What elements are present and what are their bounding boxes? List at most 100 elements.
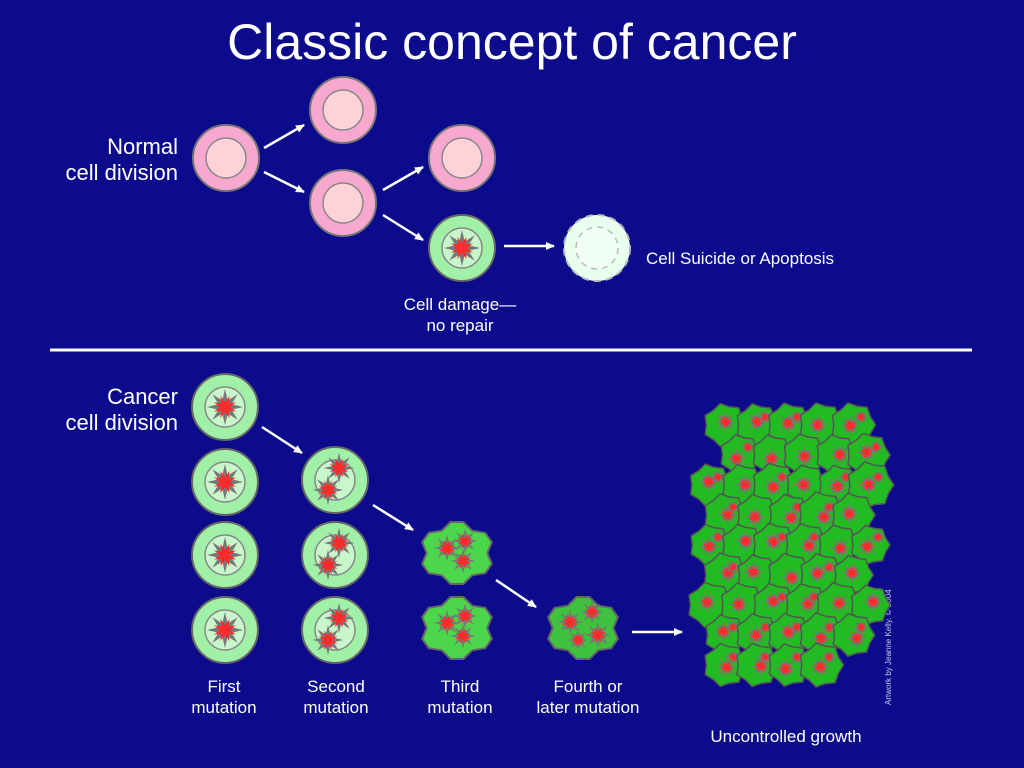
tumor-mass [688,402,895,688]
normal-cells [192,76,496,237]
mutant-nucleus [792,502,802,512]
mutant-nucleus [329,533,349,553]
mutant-nucleus [732,597,746,611]
mutant-nucleus [824,652,834,662]
arrow [263,123,305,150]
apoptosis-caption: Cell Suicide or Apoptosis [646,249,835,268]
tumor-cell [704,642,748,688]
tumor-cell [768,643,812,687]
mutant-nucleus [457,533,473,549]
apoptotic-cell [563,214,631,282]
mutant-nucleus [318,630,338,650]
mutated-cells [191,214,619,664]
mutant-nucleus [728,562,738,572]
cancer-label-line1: Cancer [107,384,178,409]
mutant-nucleus [713,532,723,542]
mutant-nucleus [817,510,831,524]
mutant-nucleus [797,449,812,463]
arrow [261,425,303,455]
mutant-nucleus [842,506,856,521]
mutant-nucleus [702,539,716,554]
mutant-nucleus [797,478,811,492]
cancer-label-line2: cell division [65,410,179,435]
mutant-nucleus [329,458,349,478]
mutant-nucleus [721,508,735,522]
tumor-cell [851,524,891,566]
mutant-nucleus [777,472,787,482]
mutant-nucleus [785,571,799,585]
mutant-nucleus [801,597,815,611]
mutant-nucleus [213,618,237,642]
mutant-nucleus [713,472,723,482]
third-mutation-line1: Third [440,677,480,696]
mutant-nucleus [720,660,734,674]
mutant-nucleus [718,415,733,429]
mutant-nucleus [873,532,883,542]
mutant-nucleus [777,532,787,542]
mutant-nucleus [748,510,762,524]
tumor-cell [783,433,827,477]
mutant-nucleus [824,502,834,512]
mutant-nucleus [760,412,770,422]
mutant-nucleus [438,614,456,632]
tumor-cell [850,584,892,626]
mutant-nucleus [318,480,338,500]
mutant-nucleus [777,592,787,602]
mutated-cell [301,446,369,514]
cell-damage-line2: no repair [426,316,494,335]
tumor-cell [752,434,794,476]
mutant-nucleus [792,412,802,422]
first-mutation-line1: First [207,677,241,696]
mutant-nucleus [738,478,752,492]
mutant-nucleus [571,633,585,647]
normal-division-label: Normal cell division [8,134,179,186]
mutant-nucleus [457,608,473,624]
mutant-nucleus [809,532,819,542]
mutated-cell [191,373,259,441]
arrow [382,213,424,242]
mutated-cell [421,521,493,585]
mutant-nucleus [784,511,798,525]
mutant-nucleus [866,595,880,609]
fourth-mutation-line2: later mutation [536,698,640,717]
slide-title: Classic concept of cancer [227,14,797,70]
mutant-nucleus [824,562,834,572]
mutant-nucleus [814,631,828,645]
third-mutation-line2: mutation [427,698,493,717]
mutant-nucleus [792,652,802,662]
mutant-nucleus [760,652,770,662]
second-mutation-line2: mutation [303,698,369,717]
mutant-nucleus [700,595,714,609]
tumor-cell [832,612,876,658]
mutant-nucleus [716,624,731,638]
mutant-nucleus [455,553,471,569]
mutant-nucleus [329,608,349,628]
mutant-nucleus [781,416,795,430]
mutant-nucleus [743,442,753,452]
mutated-cell [301,521,369,589]
mutant-nucleus [802,539,816,553]
mutated-cell [547,596,619,660]
mutant-nucleus [792,622,802,632]
mutant-nucleus [860,445,874,459]
mutant-nucleus [749,628,763,642]
mutated-cell [191,448,259,516]
mutant-nucleus [833,447,847,462]
mutant-nucleus [813,660,827,674]
arrow [495,578,537,609]
mutant-nucleus [590,627,606,643]
mutant-nucleus [781,625,795,639]
mutant-nucleus [318,555,338,575]
mutated-cell [421,596,493,660]
tumor-cell [799,642,845,688]
arrow [382,165,424,192]
mutant-nucleus [213,470,237,494]
tumor-cell [736,642,780,688]
tumor-cell [847,432,891,478]
first-mutation-line2: mutation [191,698,257,717]
mutant-nucleus [843,418,857,433]
mutant-nucleus [779,662,793,676]
mutant-nucleus [746,565,760,579]
normal-cell [309,169,377,237]
